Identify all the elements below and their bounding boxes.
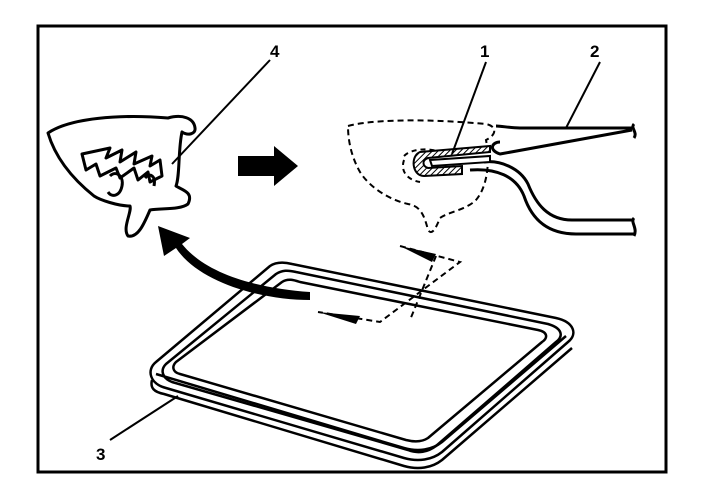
seal-profile xyxy=(46,114,197,238)
right-arrow-icon xyxy=(238,146,298,186)
callout-4-leader xyxy=(171,59,271,165)
callout-3: 3 xyxy=(96,445,105,464)
retainer-clip xyxy=(412,144,491,178)
callout-1: 1 xyxy=(480,42,489,61)
callout-3-leader xyxy=(109,395,179,441)
callout-1-leader xyxy=(451,61,487,155)
window-gasket xyxy=(149,261,575,470)
curved-arrow-icon xyxy=(158,226,310,300)
callout-2: 2 xyxy=(590,42,599,61)
body-flange xyxy=(469,122,637,237)
section-arrow-upper xyxy=(400,246,436,262)
callout-4: 4 xyxy=(270,42,280,61)
callout-2-leader xyxy=(565,61,601,129)
figure-frame xyxy=(36,24,668,474)
section-arrow-lower xyxy=(318,312,360,324)
